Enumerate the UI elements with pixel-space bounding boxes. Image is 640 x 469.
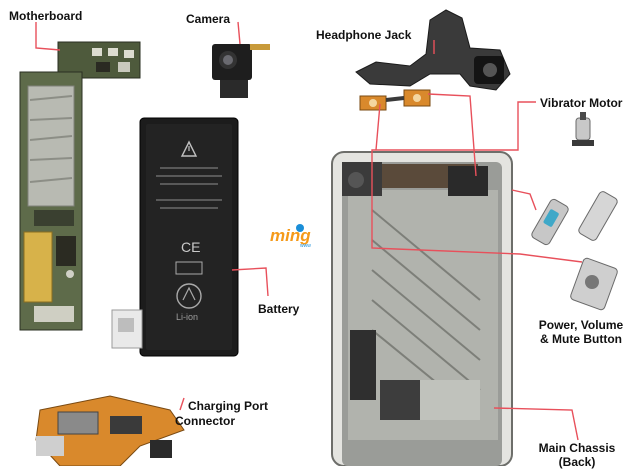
label-camera: Camera	[186, 12, 231, 26]
leader-line-camera	[237, 21, 241, 45]
svg-text:CE: CE	[181, 239, 200, 255]
watermark-logo: ming	[270, 226, 311, 245]
main-chassis-part	[331, 151, 513, 466]
vibrator-motor-part	[572, 112, 594, 146]
label-motherboard: Motherboard	[9, 9, 83, 23]
charging-port-connector-part	[35, 395, 185, 466]
logo-dot-icon	[296, 224, 304, 232]
label-headphone-jack: Headphone Jack	[316, 28, 412, 42]
leader-lines	[35, 21, 583, 441]
watermark-logo-sub: www	[300, 243, 311, 249]
label-main-chassis: Main Chassis	[538, 441, 616, 455]
motherboard-part	[19, 41, 141, 331]
label-vibrator-motor: Vibrator Motor	[540, 96, 623, 110]
leader-line-headphone-flex	[427, 93, 477, 177]
battery-part: CE Li-ion	[111, 117, 239, 357]
label-mute-button: & Mute Button	[540, 332, 622, 346]
headphone-jack-part	[355, 9, 511, 111]
leader-line-power-buttons	[511, 189, 537, 211]
leader-line-vibrator-motor	[371, 101, 583, 263]
label-battery: Battery	[258, 302, 300, 316]
leader-line-flex-down	[375, 103, 381, 151]
leader-line-battery	[231, 267, 269, 297]
leader-line-motherboard	[35, 22, 61, 51]
leader-line-chassis	[493, 407, 579, 441]
label-connector: Connector	[175, 414, 235, 428]
leader-line-charging	[179, 397, 185, 411]
label-chassis-back: (Back)	[558, 455, 596, 469]
camera-part	[212, 44, 270, 98]
power-volume-mute-buttons-part	[531, 191, 618, 311]
svg-text:Li-ion: Li-ion	[176, 312, 198, 322]
label-power-volume: Power, Volume	[538, 318, 624, 332]
label-charging-port: Charging Port	[188, 399, 268, 413]
